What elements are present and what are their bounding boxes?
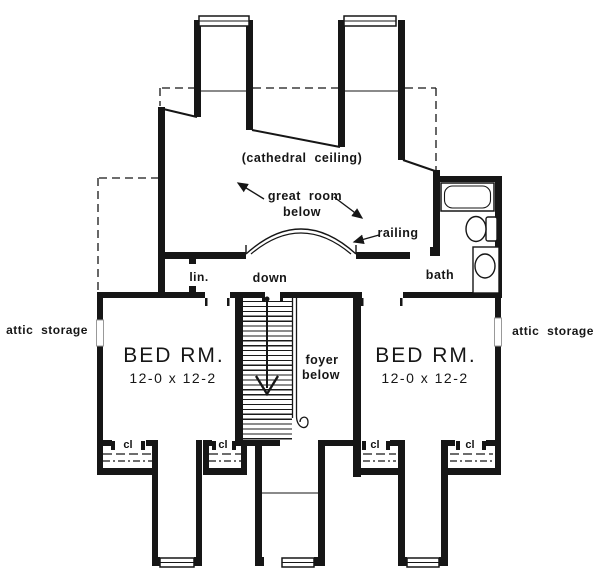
bathtub — [440, 182, 495, 212]
label-closet-1: cl — [123, 439, 133, 451]
attic-access-left — [96, 319, 104, 347]
label-bedroom-left-dimensions: 12-0 x 12-2 — [129, 370, 217, 386]
label-bath: bath — [425, 268, 455, 282]
label-railing: railing — [377, 226, 419, 240]
toilet — [465, 215, 498, 243]
closet-shelf-lines — [103, 453, 493, 462]
down-arrow — [254, 296, 280, 397]
label-attic-storage-left: attic storage — [6, 323, 88, 337]
great-room-arrow-right — [333, 196, 364, 219]
great-room-arrow-left — [236, 182, 265, 200]
annotation-arrows — [236, 182, 380, 245]
label-linen-closet: lin. — [189, 270, 209, 284]
dormer-window-left — [159, 557, 195, 568]
windows — [96, 15, 502, 568]
attic-outline-dashed — [97, 87, 437, 292]
attic-access-right — [494, 317, 502, 347]
chimney-window-left — [198, 15, 250, 27]
label-great-room-line1: great room — [267, 189, 343, 203]
label-closet-4: cl — [465, 439, 475, 451]
label-foyer-line1: foyer — [305, 353, 339, 367]
dormer-window-right — [406, 557, 440, 568]
label-bedroom-right-name: BED RM. — [375, 344, 477, 367]
label-foyer-line2: below — [302, 368, 340, 382]
sink-vanity — [472, 246, 500, 294]
chimney-window-right — [343, 15, 397, 27]
label-closet-3: cl — [370, 439, 380, 451]
stair-railing — [291, 298, 309, 429]
chimney-interior-lines — [201, 90, 398, 494]
label-bedroom-left-name: BED RM. — [123, 344, 225, 367]
label-bedroom-right-dimensions: 12-0 x 12-2 — [381, 370, 469, 386]
label-stairs-down: down — [252, 271, 288, 285]
dormer-window-middle — [281, 557, 315, 568]
railing-arc — [245, 228, 357, 255]
railing-arrow — [352, 234, 380, 245]
label-attic-storage-right: attic storage — [512, 324, 594, 338]
roof-slope-lines — [158, 107, 436, 172]
label-cathedral-ceiling: (cathedral ceiling) — [241, 151, 363, 165]
label-great-room-line2: below — [283, 205, 321, 219]
label-closet-2: cl — [218, 439, 228, 451]
walls — [97, 20, 502, 566]
